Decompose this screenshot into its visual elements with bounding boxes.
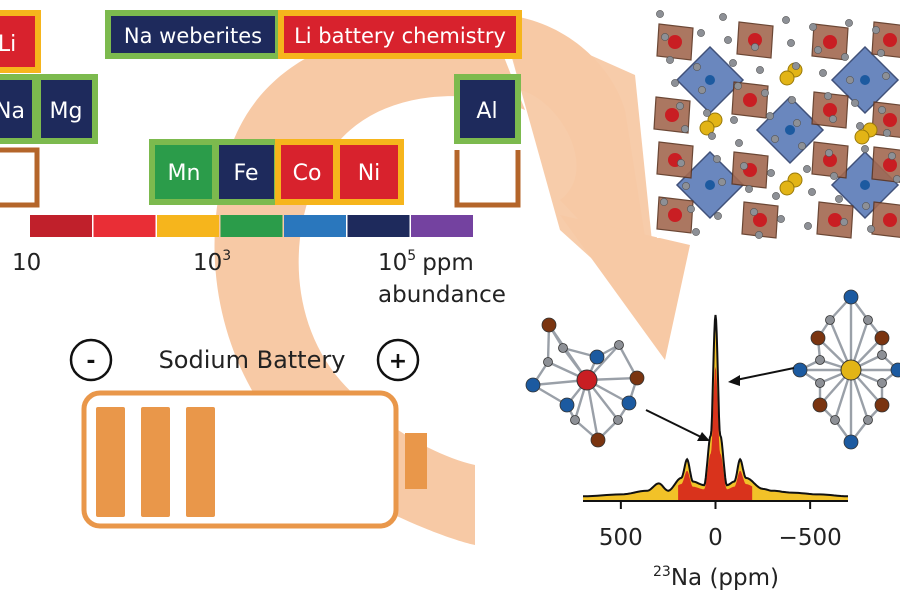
pointer-arrows [645,367,795,441]
x-tick-label-0: 500 [599,525,643,551]
abundance-color-bar [30,215,473,237]
svg-text:+: + [389,349,407,374]
x-axis-label: 23Na (ppm) [653,564,779,591]
svg-text:Ni: Ni [358,161,381,186]
battery-cells [96,407,215,517]
weberite-crystal-structure [653,10,900,239]
svg-text:Mn: Mn [168,161,201,186]
abundance-tick-1e3: 103 [193,248,231,276]
element-tile-na: Na [0,74,38,144]
abundance-swatch-6 [411,215,473,237]
svg-text:Al: Al [476,99,497,124]
battery-body [81,390,399,529]
group1-outline [0,147,40,208]
abundance-swatch-5 [347,215,410,237]
svg-text:Fe: Fe [234,161,259,186]
x-tick-label-2: −500 [779,525,842,551]
sodium-battery: - Sodium Battery + [69,338,427,529]
spectrum-fill-red [678,366,753,500]
abundance-swatch-2 [157,215,219,237]
negative-terminal-icon [69,338,113,382]
element-tile-mg: Mg [35,74,98,144]
element-tile-mn: Mn [149,139,218,205]
abundance-swatch-0 [30,215,92,237]
x-axis-ticks: 500 0 −500 [599,501,842,551]
legend-li-battery-label: Li battery chemistry [294,24,506,48]
battery-cap [405,433,427,489]
svg-text:Co: Co [293,161,322,186]
legend: Na weberites Li battery chemistry [105,10,522,59]
battery-cell-1 [141,407,170,517]
element-tile-li: Li [0,10,41,73]
svg-text:Mg: Mg [50,99,83,124]
na-site-cluster-left [525,317,645,448]
svg-text:-: - [86,349,95,374]
legend-li-battery-box [278,10,522,59]
battery-cell-0 [96,407,125,517]
positive-terminal-icon [376,338,420,382]
na-site-cluster-right [792,289,900,450]
group13-outline [454,150,521,208]
element-tile-al: Al [454,74,521,144]
abundance-swatch-3 [220,215,283,237]
legend-na-weberites-box [105,10,281,59]
battery-cell-2 [186,407,215,517]
element-tile-fe: Fe [213,139,280,205]
element-tile-ni: Ni [334,139,404,205]
battery-label: Sodium Battery [159,346,346,374]
legend-na-weberites-label: Na weberites [124,24,262,48]
svg-text:Li: Li [0,32,16,57]
x-tick-label-1: 0 [708,525,723,551]
element-tile-co: Co [275,139,339,205]
abundance-caption: abundance [378,282,506,308]
spectrum-line [582,314,849,498]
periodic-table-fragment: Li Na Mg Al Mn Fe Co Ni [0,10,521,208]
abundance-tick-10: 10 [12,250,41,276]
svg-text:Na: Na [0,99,25,124]
abundance-swatch-1 [93,215,156,237]
nmr-spectrum: 500 0 −500 23Na (ppm) [582,314,849,591]
abundance-swatch-4 [284,215,346,237]
